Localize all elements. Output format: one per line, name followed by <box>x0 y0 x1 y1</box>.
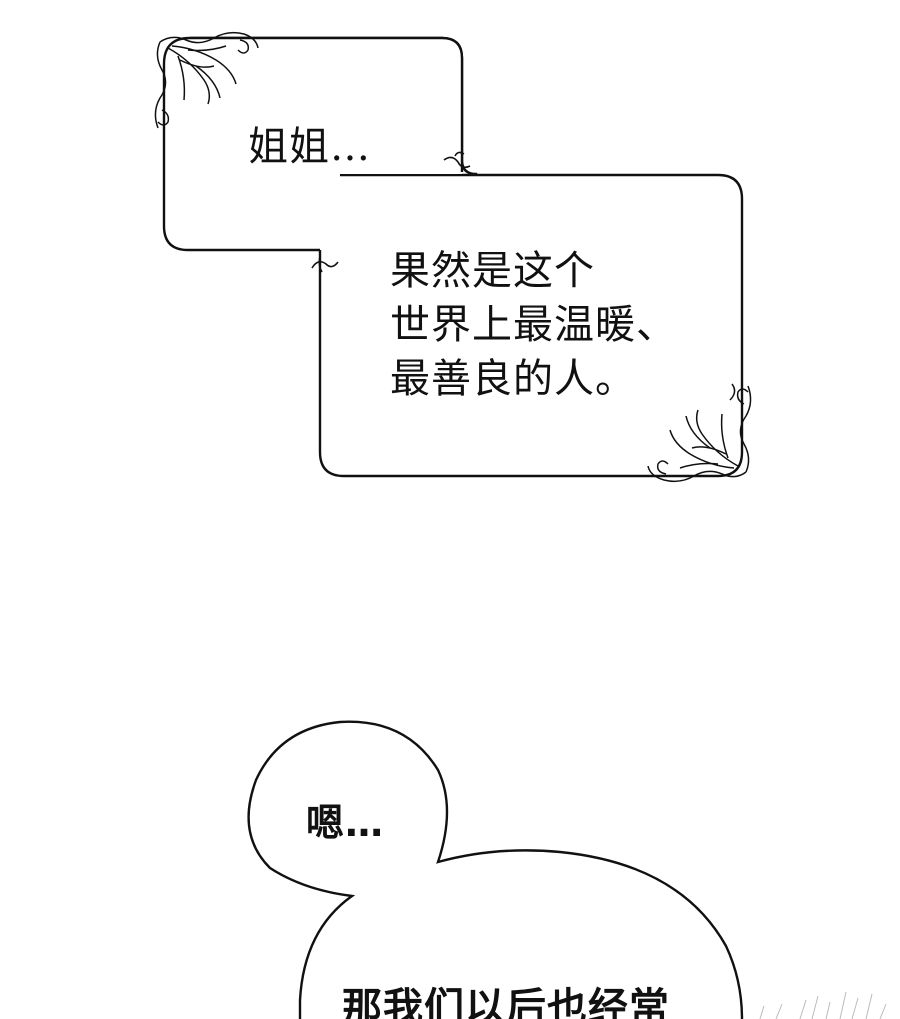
ornament-bottom-right <box>647 383 752 483</box>
ornament-top-left <box>154 31 259 129</box>
speech-bubble-outline <box>247 720 744 1019</box>
caption-box-1-text: 姐姐… <box>248 124 371 170</box>
caption-box-2-line-2: 世界上最温暖、 <box>390 302 677 348</box>
speech-bubble-line-1: 嗯… <box>306 801 385 845</box>
background-sketch-strokes <box>759 991 887 1019</box>
caption-box-2-line-1: 果然是这个 <box>390 248 595 294</box>
connector-flourish-bottom <box>311 255 339 273</box>
connector-flourish-top <box>443 151 471 169</box>
speech-bubble-line-2: 那我们以后也经常 <box>342 985 670 1019</box>
caption-box-2-line-3: 最善良的人。 <box>390 356 636 402</box>
caption-box-2-frame <box>318 173 744 478</box>
